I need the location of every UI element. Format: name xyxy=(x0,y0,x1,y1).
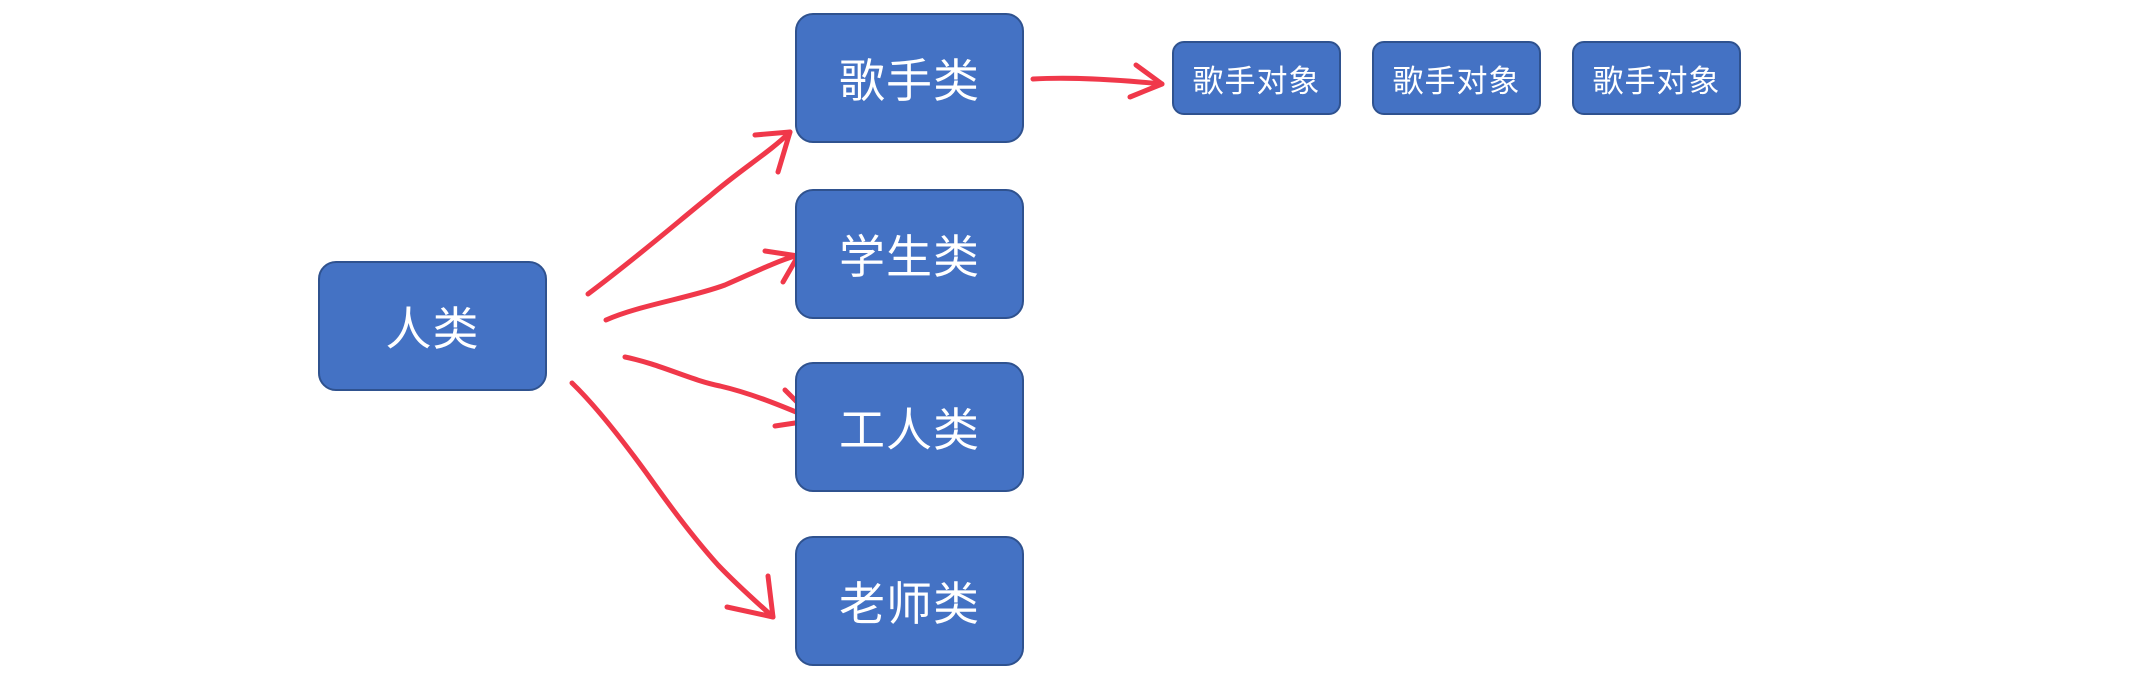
singer-object-box-1: 歌手对象 xyxy=(1172,41,1341,115)
worker-class-box: 工人类 xyxy=(795,362,1024,492)
root-class-box: 人类 xyxy=(318,261,547,391)
arrow-root-to-student xyxy=(603,248,801,323)
singer-object-box-3: 歌手对象 xyxy=(1572,41,1741,115)
arrow-root-to-worker xyxy=(622,354,818,429)
singer-class-box: 歌手类 xyxy=(795,13,1024,143)
arrow-root-to-singer xyxy=(585,129,793,297)
student-class-box: 学生类 xyxy=(795,189,1024,319)
arrow-root-to-teacher xyxy=(569,380,776,620)
singer-object-box-2: 歌手对象 xyxy=(1372,41,1541,115)
teacher-class-box: 老师类 xyxy=(795,536,1024,666)
arrow-singer-to-objects xyxy=(1030,62,1165,100)
